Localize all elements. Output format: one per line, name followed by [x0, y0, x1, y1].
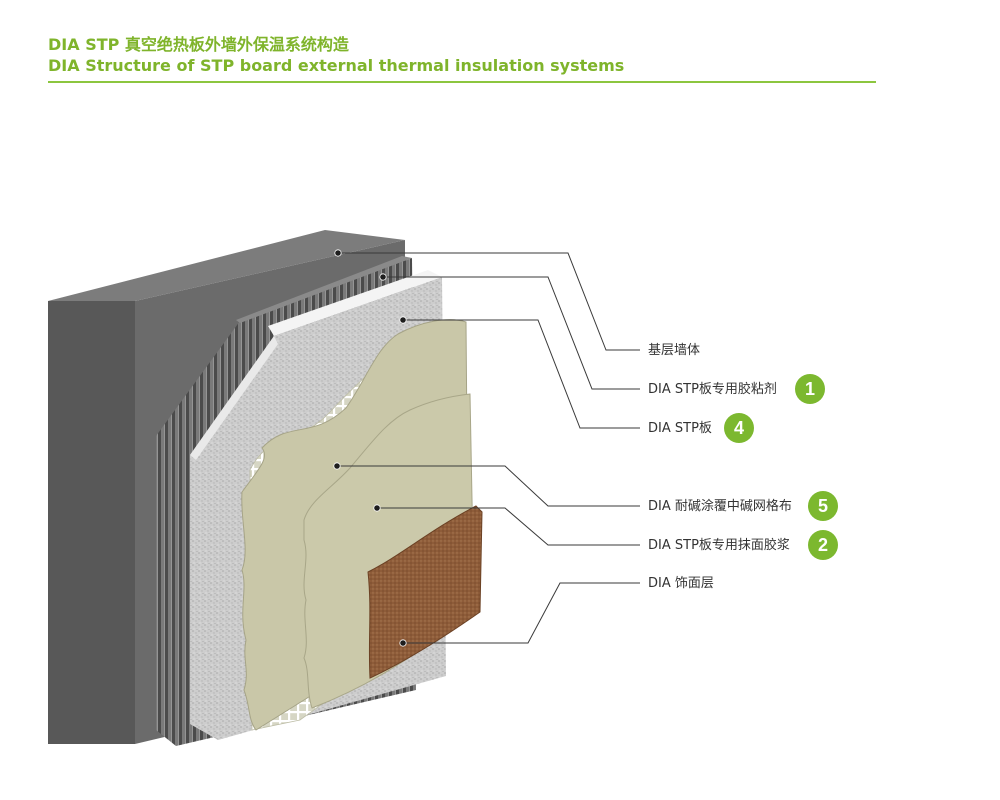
- leader-dot-adhesive: [379, 273, 387, 281]
- base-wall-front: [48, 301, 135, 744]
- leader-dot-base-wall: [334, 249, 342, 257]
- base-wall-top: [48, 230, 405, 301]
- leader-line-mortar: [377, 507, 640, 546]
- leader-dots: [333, 249, 407, 647]
- label-mesh: DIA 耐碱涂覆中碱网格布: [648, 499, 792, 514]
- badge-stp-board: 4: [724, 413, 754, 443]
- leader-dot-finish: [399, 639, 407, 647]
- leader-line-mesh: [337, 465, 640, 507]
- label-base-wall: 基层墙体: [648, 343, 701, 358]
- header-rule: [48, 81, 876, 83]
- badge-adhesive: 1: [795, 374, 825, 404]
- leader-line-adhesive: [383, 276, 640, 390]
- leader-dot-stp-board: [399, 316, 407, 324]
- adhesive-top: [236, 256, 412, 323]
- badge-mortar: 2: [808, 530, 838, 560]
- leader-lines: [337, 252, 640, 644]
- label-finish: DIA 饰面层: [648, 576, 714, 591]
- label-adhesive: DIA STP板专用胶粘剂: [648, 382, 777, 397]
- stp-board-edge: [190, 336, 278, 460]
- badge-mesh: 5: [808, 491, 838, 521]
- finish-face: [367, 505, 483, 679]
- leader-dot-mortar: [373, 504, 381, 512]
- title-chinese: DIA STP 真空绝热板外墙外保温系统构造: [48, 35, 349, 54]
- label-stp-board: DIA STP板: [648, 421, 712, 436]
- leader-line-base-wall: [338, 252, 640, 351]
- title-english: DIA Structure of STP board external ther…: [48, 56, 625, 75]
- leader-dot-mesh: [333, 462, 341, 470]
- label-mortar: DIA STP板专用抹面胶浆: [648, 538, 790, 553]
- finish-layer: [367, 505, 483, 679]
- leader-line-stp-board: [403, 319, 640, 429]
- leader-line-finish: [403, 582, 640, 644]
- header: DIA STP 真空绝热板外墙外保温系统构造 DIA Structure of …: [48, 34, 876, 83]
- stp-board-top: [268, 270, 442, 336]
